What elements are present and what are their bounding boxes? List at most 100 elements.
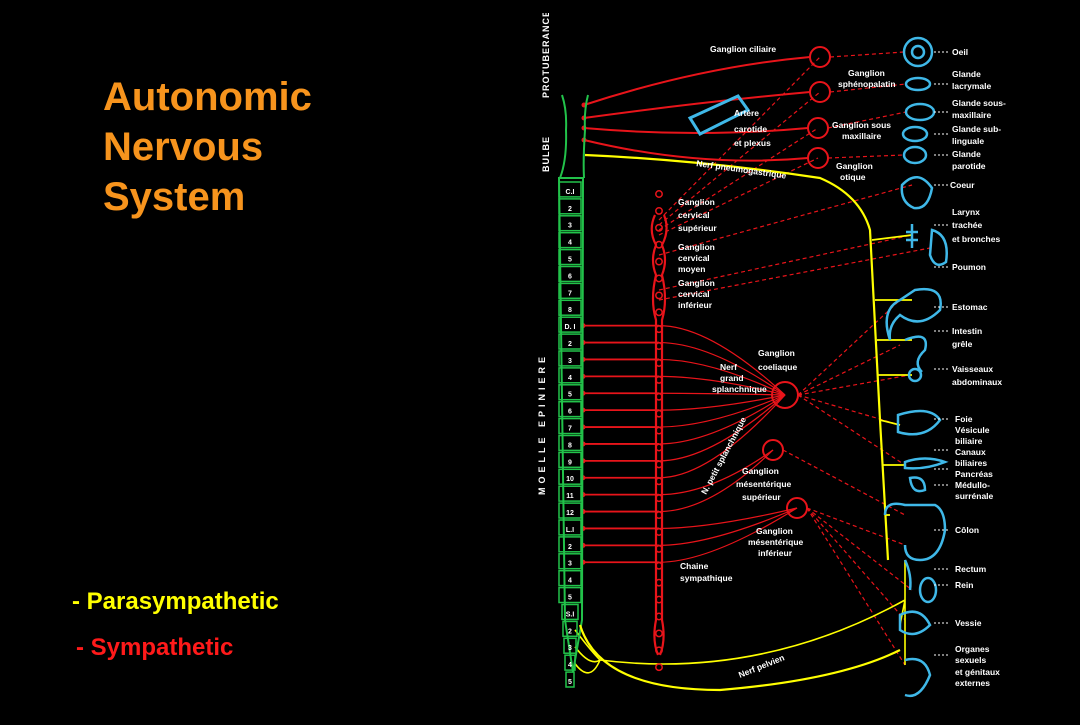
segment-box xyxy=(558,181,582,198)
segment-box xyxy=(558,417,582,435)
label-ganglion-spheno-1: Ganglion xyxy=(848,68,885,78)
parasympathetic-fibers xyxy=(574,234,913,674)
segment-label: D. I xyxy=(565,324,576,331)
splanchnic-fiber xyxy=(658,507,798,563)
postganglionic-fiber xyxy=(658,184,913,256)
segment-box xyxy=(558,248,582,266)
small-intestine-organ xyxy=(904,335,928,373)
postganglionic-fiber xyxy=(829,51,905,58)
segment-label: 4 xyxy=(568,662,572,669)
segment-label: 5 xyxy=(568,257,572,264)
chain-ganglion xyxy=(655,528,663,536)
postganglionic-fiber xyxy=(806,507,906,546)
label-organes-1: Organes xyxy=(955,644,990,654)
title-line-3: System xyxy=(103,175,246,219)
segment-label: 4 xyxy=(568,375,572,382)
chain-ganglion xyxy=(655,494,663,503)
label-vessie: Vessie xyxy=(955,618,982,628)
label-rein: Rein xyxy=(955,580,973,590)
label-cerv-sup-2: cervical xyxy=(678,210,710,220)
segment-box xyxy=(558,299,582,316)
chain-ganglion xyxy=(655,375,663,384)
label-artere-3: et plexus xyxy=(734,138,771,148)
segment-box xyxy=(558,468,582,485)
sympathetic-chain xyxy=(650,214,660,656)
label-canaux-1: Canaux xyxy=(955,447,986,457)
segment-box xyxy=(558,519,582,536)
splanchnic-fiber xyxy=(658,325,786,396)
label-organes-3: et génitaux xyxy=(955,667,1000,677)
segment-label: 11 xyxy=(566,493,574,500)
postganglionic-fiber xyxy=(658,247,931,301)
carotid-artery xyxy=(687,94,751,136)
chain-ganglion xyxy=(655,190,663,198)
label-mes-inf-3: inférieur xyxy=(758,548,793,558)
ganglion-sphenopalatin xyxy=(809,81,831,103)
chain-ganglion xyxy=(655,612,663,621)
label-ganglion-sous-max-2: maxillaire xyxy=(842,131,881,141)
segment-box xyxy=(558,265,582,283)
abdominal-vessel-organ xyxy=(907,367,923,383)
label-coeur: Coeur xyxy=(950,180,975,190)
chain-ganglion xyxy=(655,629,663,638)
trachea-organ xyxy=(906,224,918,248)
colon-organ xyxy=(883,502,947,562)
ganglion-otique xyxy=(807,147,829,169)
segment-box xyxy=(558,316,582,333)
label-vaiss-2: abdominaux xyxy=(952,377,1002,387)
splanchnic-fiber xyxy=(658,394,786,479)
label-medullo-2: surrénale xyxy=(955,491,994,501)
adrenal-organ xyxy=(908,476,927,493)
segment-label: 3 xyxy=(568,645,572,652)
label-vesicule-1: Vésicule xyxy=(955,425,990,435)
label-artere-2: carotide xyxy=(734,124,767,134)
segment-label: 7 xyxy=(568,290,572,297)
segment-box xyxy=(558,502,582,519)
sympathetic-chain-2 xyxy=(658,214,668,656)
segment-box xyxy=(558,451,582,469)
label-larynx-1: Larynx xyxy=(952,207,980,217)
segment-box xyxy=(564,654,576,671)
chain-ganglion xyxy=(655,646,663,655)
parotid-gland-organ xyxy=(902,145,928,165)
label-cerv-inf-1: Ganglion xyxy=(678,278,715,288)
label-medullo-1: Médullo- xyxy=(955,480,990,490)
postganglionic-fiber xyxy=(827,154,905,159)
chain-ganglion xyxy=(655,544,663,553)
label-organes-2: sexuels xyxy=(955,655,986,665)
sacral-parasympathetic-fiber xyxy=(574,659,601,674)
postganglionic-fiber xyxy=(806,507,906,666)
chain-ganglion xyxy=(655,663,663,672)
label-estomac: Estomac xyxy=(952,302,988,312)
label-subling-2: linguale xyxy=(952,136,984,146)
segment-label: 10 xyxy=(566,476,574,483)
ganglion-mesenterique-superieur xyxy=(762,439,784,461)
splanchnic-fiber xyxy=(658,507,798,530)
cranial-nerve-fiber xyxy=(583,139,809,162)
chain-ganglia xyxy=(655,190,663,672)
label-coeliaque-1: Ganglion xyxy=(758,348,795,358)
segment-label: 6 xyxy=(568,409,572,416)
label-larynx-2: trachée xyxy=(952,220,983,230)
segment-box xyxy=(558,367,582,384)
vagus-nerve xyxy=(584,153,890,561)
sublingual-gland-organ xyxy=(901,125,929,143)
chain-ganglion xyxy=(655,325,663,334)
segment-label: 7 xyxy=(568,426,572,433)
label-cerv-inf-3: inférieur xyxy=(678,300,713,310)
label-parot-2: parotide xyxy=(952,161,986,171)
lung-organ xyxy=(928,228,948,267)
label-larynx-3: et bronches xyxy=(952,234,1000,244)
genital-organ xyxy=(904,657,932,698)
label-grand-splanch-1: Nerf xyxy=(720,362,737,372)
label-artere-1: Artère xyxy=(734,108,759,118)
postganglionic-fiber xyxy=(829,83,907,93)
segment-box xyxy=(561,603,579,621)
sympathetic-fibers xyxy=(580,51,931,666)
bladder-organ xyxy=(898,610,932,636)
splanchnic-fiber xyxy=(658,507,798,546)
label-coeliaque-2: coeliaque xyxy=(758,362,797,372)
postganglionic-fiber xyxy=(797,374,911,396)
